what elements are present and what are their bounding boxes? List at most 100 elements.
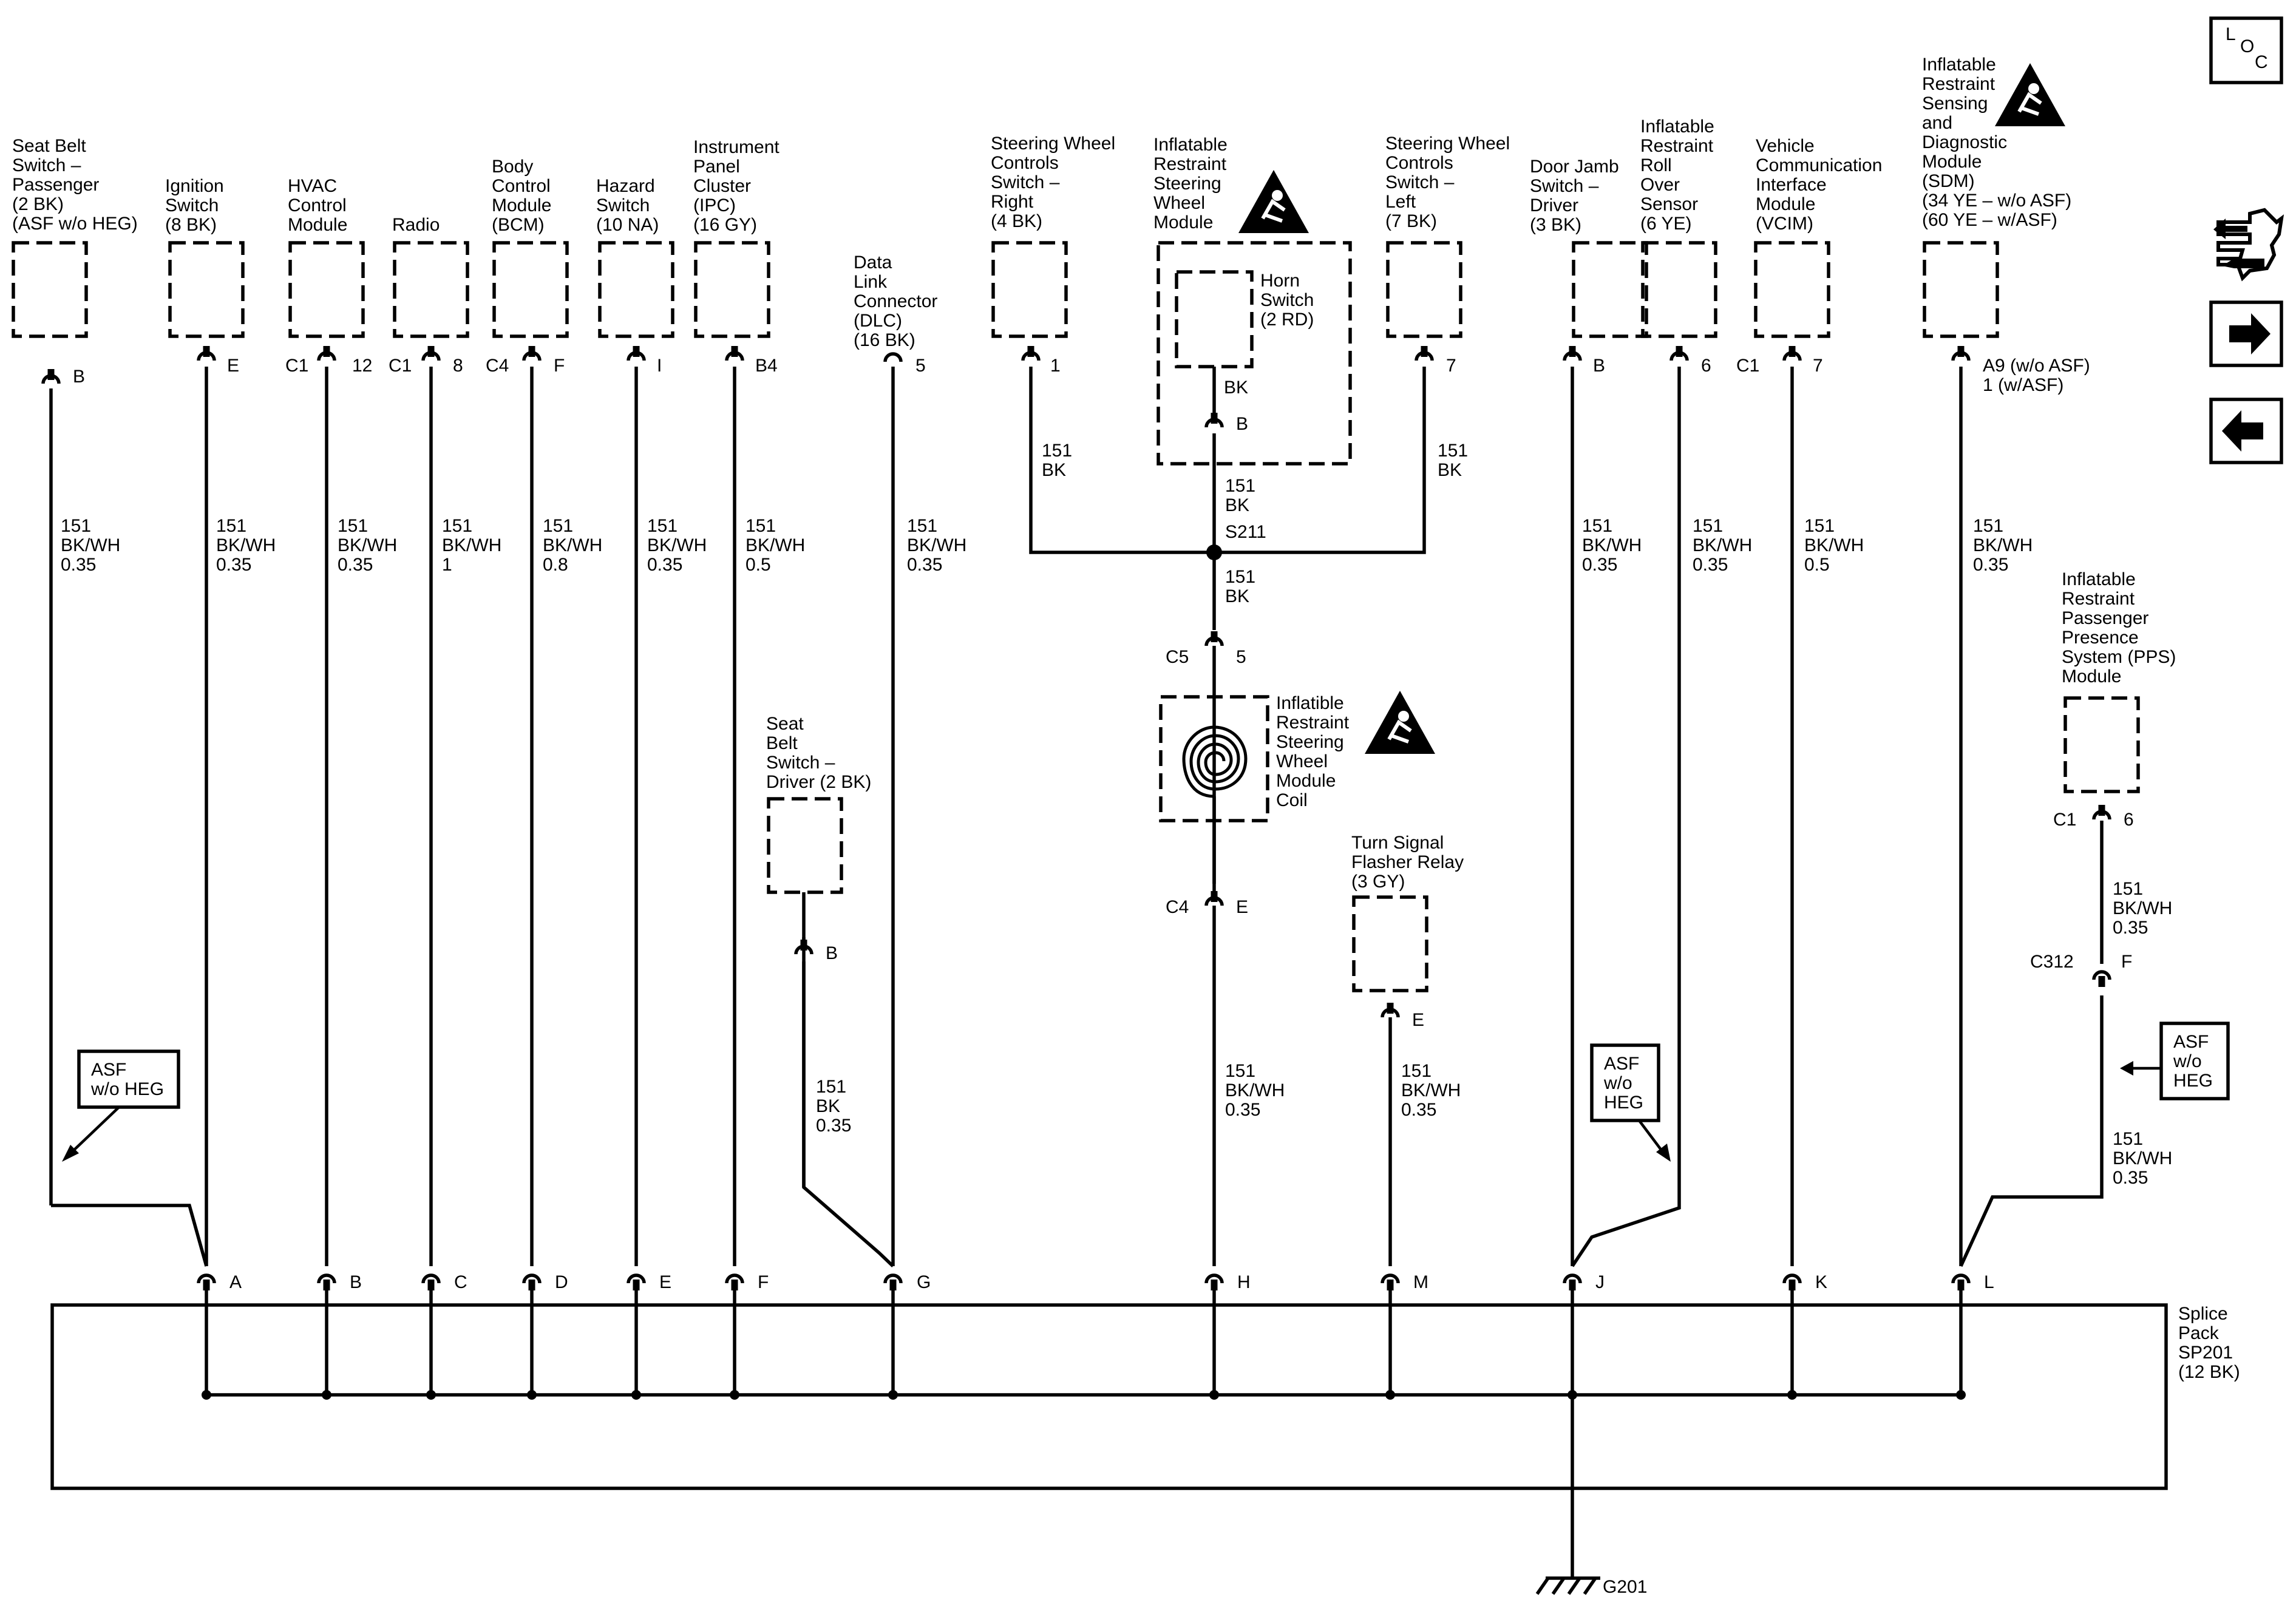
splice-pin-label: D bbox=[555, 1272, 568, 1292]
splice-pin-a bbox=[199, 1275, 214, 1400]
airbag-warning-icon bbox=[1995, 63, 2065, 126]
connector-pin bbox=[43, 369, 59, 384]
door-jamb-box bbox=[1572, 241, 1648, 338]
loc-letter: C bbox=[2255, 52, 2268, 72]
rollover-sensor-box bbox=[1641, 241, 1717, 338]
next-page-button[interactable] bbox=[2209, 300, 2283, 367]
pin-label: 5 bbox=[915, 356, 926, 376]
connector-pin bbox=[2094, 805, 2110, 819]
splice-pin-b bbox=[319, 1275, 335, 1400]
splice-pin-e bbox=[628, 1275, 644, 1400]
splice-pin-label: J bbox=[1595, 1272, 1605, 1292]
splice-pin-label: L bbox=[1984, 1272, 1994, 1292]
pin-label: 7 bbox=[1446, 356, 1456, 376]
pin-label: I bbox=[657, 356, 662, 376]
arrow-left-icon bbox=[2222, 410, 2263, 452]
pps-module-box bbox=[2063, 696, 2140, 793]
connector-label: C1 bbox=[285, 356, 308, 376]
prev-page-button[interactable] bbox=[2209, 398, 2283, 464]
hvac-module-box bbox=[288, 241, 365, 338]
splice-pin-c bbox=[423, 1275, 439, 1400]
splice-pin-label: H bbox=[1237, 1272, 1251, 1292]
hazard-switch-box bbox=[598, 241, 674, 338]
pin-label: 6 bbox=[2124, 810, 2134, 830]
vcim-box bbox=[1754, 241, 1830, 338]
radio-label: Radio bbox=[392, 215, 440, 235]
connector-pin bbox=[1416, 346, 1432, 361]
pin-label: 1 bbox=[1050, 356, 1061, 376]
connector-pin bbox=[1206, 891, 1222, 906]
pin-label: 12 bbox=[352, 356, 372, 376]
connector-label: C1 bbox=[389, 356, 412, 376]
splice-pin-label: K bbox=[1815, 1272, 1827, 1292]
splice-pin-k bbox=[1784, 1275, 1800, 1400]
pin-label: B bbox=[73, 367, 85, 387]
splice-pin-label: G bbox=[917, 1272, 931, 1292]
loc-box[interactable] bbox=[2209, 16, 2283, 84]
ground-label: G201 bbox=[1603, 1577, 1647, 1597]
pin-label: F bbox=[2121, 952, 2132, 972]
connector-pin bbox=[2094, 972, 2110, 987]
swc-left-box bbox=[1386, 241, 1462, 338]
connector-pin bbox=[423, 346, 439, 361]
splice-pin-label: B bbox=[350, 1272, 362, 1292]
splice-pin-label: M bbox=[1413, 1272, 1428, 1292]
pin-label: E bbox=[1412, 1010, 1424, 1030]
connector-pin bbox=[1382, 1003, 1398, 1017]
coil-icon bbox=[1182, 725, 1248, 821]
pin-label: 8 bbox=[453, 356, 463, 376]
connector-pin bbox=[1671, 346, 1687, 361]
arrow-line bbox=[67, 1106, 120, 1157]
service-wrench-icon[interactable] bbox=[2213, 208, 2284, 282]
connector-label: C4 bbox=[1166, 897, 1189, 917]
swc-right-box bbox=[991, 241, 1068, 338]
connector-label: C312 bbox=[2030, 952, 2074, 972]
splice-pin-label: F bbox=[758, 1272, 769, 1292]
splice-pin-label: E bbox=[659, 1272, 671, 1292]
connector-pin bbox=[524, 346, 540, 361]
splice-pin-label: A bbox=[229, 1272, 242, 1292]
splice-pin-l bbox=[1953, 1275, 1969, 1400]
pin-label: B4 bbox=[755, 356, 778, 376]
bcm-box bbox=[492, 241, 569, 338]
connector-pin bbox=[727, 346, 742, 361]
connector-label: C1 bbox=[1736, 356, 1759, 376]
splice-pin-m bbox=[1382, 1275, 1398, 1400]
arrow-head bbox=[62, 1145, 79, 1162]
connector-pin bbox=[199, 346, 214, 361]
pin-label: E bbox=[1236, 897, 1248, 917]
arrow-head bbox=[1656, 1144, 1671, 1162]
wire bbox=[1571, 367, 1681, 1267]
sdm-box bbox=[1923, 241, 1999, 338]
connector-pin bbox=[1953, 346, 1969, 361]
asf-option-box-left bbox=[77, 1049, 180, 1109]
airbag-warning-icon bbox=[1365, 691, 1435, 754]
airbag-warning-icon bbox=[1238, 170, 1309, 233]
connector-pin bbox=[1206, 631, 1222, 646]
